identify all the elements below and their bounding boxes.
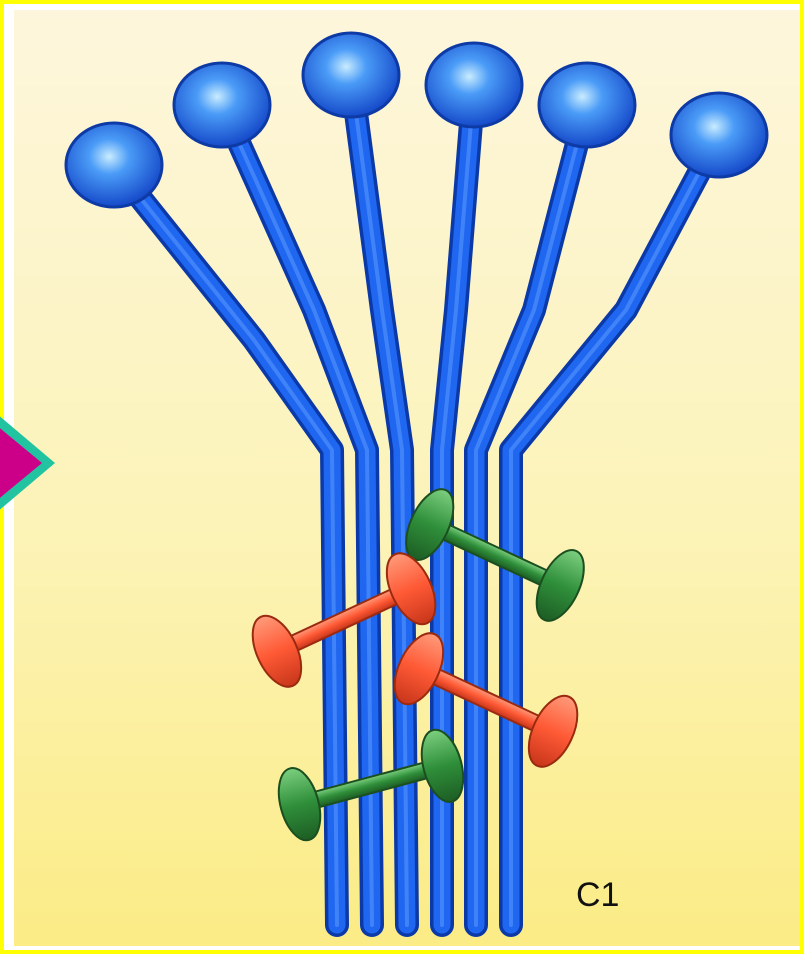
diagram-label: C1 <box>576 876 619 914</box>
head-2 <box>174 63 270 147</box>
head-3 <box>303 33 399 117</box>
head-6 <box>671 93 767 177</box>
diagram-panel: C1 <box>14 10 800 946</box>
head-1 <box>66 123 162 207</box>
head-5 <box>539 63 635 147</box>
head-4 <box>426 43 522 127</box>
micelle-diagram: C1 <box>14 10 800 946</box>
